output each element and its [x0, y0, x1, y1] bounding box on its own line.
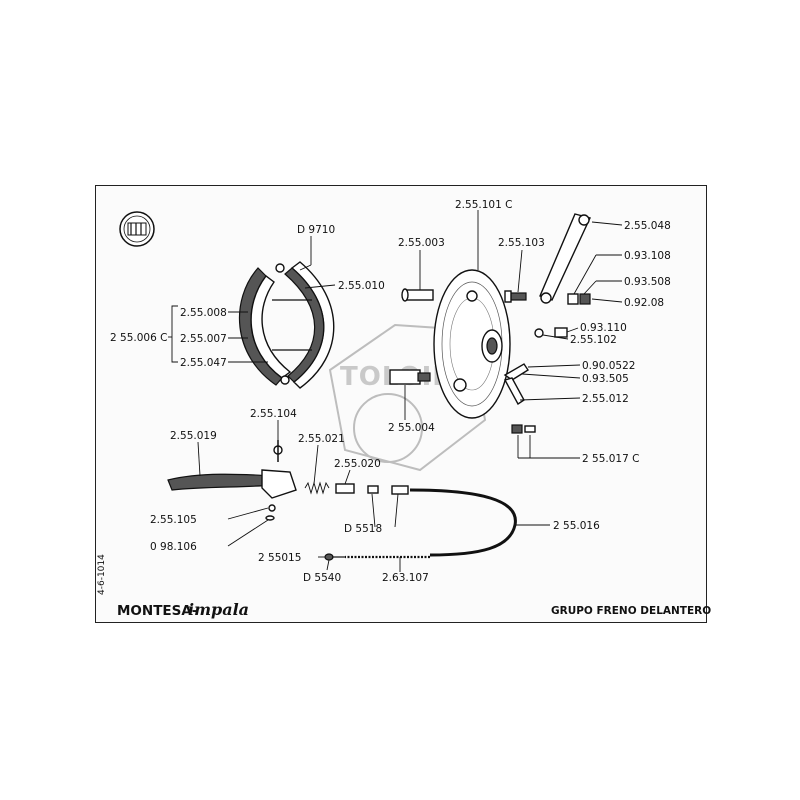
label-255102: 2.55.102 — [570, 334, 617, 346]
label-255012: 2.55.012 — [582, 393, 629, 405]
label-093108: 0.93.108 — [624, 250, 671, 262]
brake-arm — [539, 213, 591, 304]
label-255047: 2.55.047 — [180, 357, 227, 369]
label-255004: 2 55.004 — [388, 422, 435, 434]
diagram-frame — [95, 185, 707, 623]
brake-plate — [433, 269, 511, 419]
small-parts-right — [503, 327, 568, 434]
label-098106: 0 98.106 — [150, 541, 197, 553]
label-255007: 2.55.007 — [180, 333, 227, 345]
footer-title: MONTESA- impala GRUPO FRENO DELANTERO — [117, 600, 711, 619]
label-093508: 0.93.508 — [624, 276, 671, 288]
label-255019: 2.55.019 — [170, 430, 217, 442]
brand-title: MONTESA- — [117, 603, 197, 619]
label-09208: 0.92.08 — [624, 297, 664, 309]
bolt — [504, 290, 527, 303]
label-255020: 2.55.020 — [334, 458, 381, 470]
montesa-logo-icon — [119, 211, 155, 247]
label-255101c: 2.55.101 C — [455, 199, 512, 211]
label-d5518: D 5518 — [344, 523, 382, 535]
label-0900522: 0.90.0522 — [582, 360, 635, 372]
label-255021: 2.55.021 — [298, 433, 345, 445]
label-d9710: D 9710 — [297, 224, 335, 236]
brake-shoes — [238, 261, 335, 389]
label-255006c: 2 55.006 C — [110, 332, 167, 344]
label-255016: 2 55.016 — [553, 520, 600, 532]
leader-lines — [168, 210, 623, 572]
spring-adjuster — [304, 481, 409, 495]
section-title: GRUPO FRENO DELANTERO — [551, 605, 711, 617]
label-d5540: D 5540 — [303, 572, 341, 584]
part-labels: D 9710 2.55.010 2.55.008 2.55.007 2.55.0… — [97, 199, 671, 595]
label-255048: 2.55.048 — [624, 220, 671, 232]
label-255003: 2.55.003 — [398, 237, 445, 249]
label-255008: 2.55.008 — [180, 307, 227, 319]
label-255105: 2.55.105 — [150, 514, 197, 526]
label-255103: 2.55.103 — [498, 237, 545, 249]
label-255104: 2.55.104 — [250, 408, 297, 420]
label-255010: 2.55.010 — [338, 280, 385, 292]
brake-cam — [389, 369, 431, 385]
label-255015: 2 55015 — [258, 552, 301, 564]
hand-lever — [167, 440, 297, 521]
pin — [401, 288, 434, 302]
label-093505: 0.93.505 — [582, 373, 629, 385]
side-code: 4-6-1014 — [97, 554, 107, 595]
label-093110: 0.93.110 — [580, 322, 627, 334]
model-title: impala — [188, 600, 249, 619]
nut-washer — [567, 293, 591, 305]
label-255017c: 2 55.017 C — [582, 453, 639, 465]
label-263107: 2.63.107 — [382, 572, 429, 584]
